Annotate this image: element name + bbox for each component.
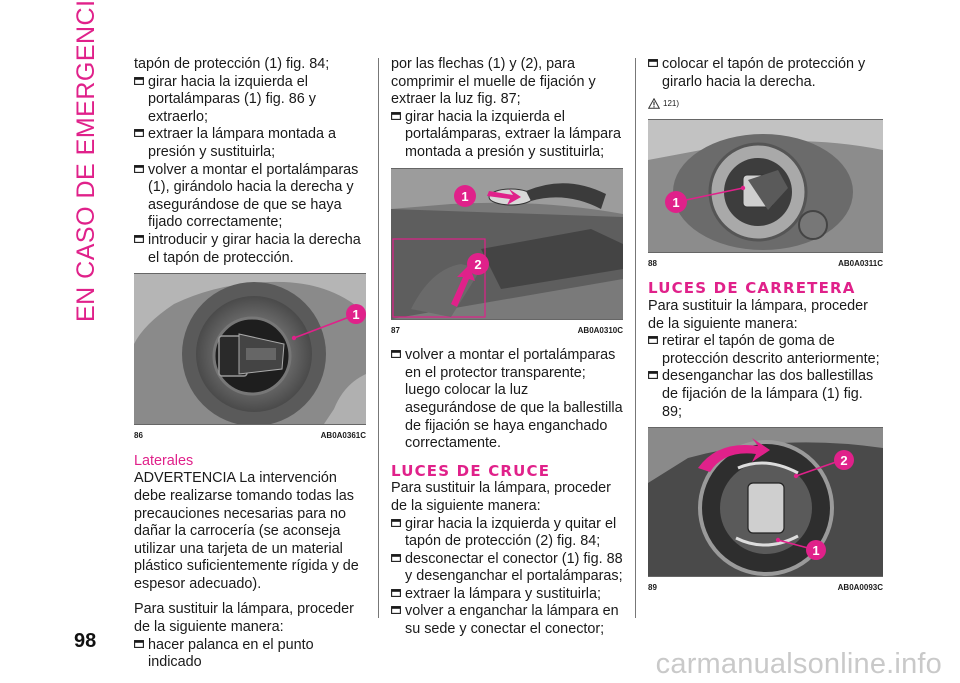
warning-reference-number: 121) [663,99,680,109]
figure-number: 87 [391,325,400,335]
list-item-text: colocar el tapón de protección y girarlo… [662,56,866,90]
figure-code: AB0A0361C [320,431,366,441]
high-beam-lamp-illustration: 2 1 [648,428,883,577]
column-divider [635,58,636,618]
list-item: extraer la lámpara y sustituirla; [391,586,623,604]
side-section-title: EN CASO DE EMERGENCIA [72,0,100,322]
site-watermark: carmanualsonline.info [655,648,942,680]
list-item-text: girar hacia la izquierda el portalámpara… [405,108,621,160]
list-item-text: retirar el tapón de goma de protección d… [662,333,880,367]
headlamp-illustration: 1 [648,119,883,252]
list-item-text: volver a montar el portalámparas en el p… [405,347,623,452]
figure-code: AB0A0310C [577,325,623,335]
figure-87: 1 2 [391,167,623,320]
figure-number: 89 [648,583,657,593]
callout-2: 2 [474,257,481,272]
list-item-text: extraer la lámpara montada a presión y s… [148,126,336,160]
column-3: colocar el tapón de protección y girarlo… [648,56,883,605]
warning-triangle-icon [648,98,660,110]
figure-code: AB0A0311C [838,258,883,268]
figure-88: 1 [648,118,883,253]
figure-86: 1 [134,273,366,426]
figure-caption: 86 AB0A0361C [134,427,366,445]
list-item: desenganchar las dos ballestillas de fij… [648,368,883,421]
section-title: LUCES DE CRUCE [391,461,551,480]
list-item-text: girar hacia la izquierda y quitar el tap… [405,515,617,550]
column-1: tapón de protección (1) fig. 84; girar h… [134,56,366,672]
bullet-icon [134,77,144,85]
bullet-icon [391,519,401,527]
bullet-icon [391,554,401,562]
section-title: LUCES DE CARRETERA [648,279,856,298]
figure-caption: 89 AB0A0093C [648,579,883,597]
list-item: retirar el tapón de goma de protección d… [648,333,883,368]
figure-89: 2 1 [648,427,883,578]
list-item: volver a enganchar la lámpara en su sede… [391,603,623,638]
figure-number: 88 [648,258,657,268]
bullet-icon [648,336,658,344]
list-item: colocar el tapón de protección y girarlo… [648,56,883,91]
bullet-icon [391,606,401,614]
figure-caption: 87 AB0A0310C [391,322,623,340]
list-item-text: hacer palanca en el punto indicado [148,636,314,671]
list-item: extraer la lámpara montada a presión y s… [134,126,366,161]
side-light-illustration: 1 2 [391,168,623,319]
paragraph: por las flechas (1) y (2), para comprimi… [391,56,596,108]
list-item-text: volver a montar el portalámparas (1), gi… [148,161,359,231]
callout-1: 1 [672,195,679,210]
list-item: volver a montar el portalámparas en el p… [391,347,623,453]
subsection-title: Laterales [134,452,194,469]
list-item: hacer palanca en el punto indicado [134,637,366,672]
warning-reference: 121) [648,95,883,113]
list-item: volver a montar el portalámparas (1), gi… [134,162,366,232]
figure-code: AB0A0093C [837,583,883,593]
bullet-icon [391,589,401,597]
page-number: 98 [74,630,97,652]
bullet-icon [648,371,658,379]
list-item-text: desenganchar las dos ballestillas de fij… [662,368,874,420]
figure-number: 86 [134,431,143,441]
bullet-icon [134,235,144,243]
list-item-text: volver a enganchar la lámpara en su sede… [405,603,619,638]
bullet-icon [134,165,144,173]
list-item-text: desconectar el conector (1) fig. 88 y de… [405,550,623,585]
bullet-icon [391,350,401,358]
paragraph: Para sustituir la lámpara, proceder de l… [391,480,611,514]
callout-1: 1 [812,543,819,558]
lamp-holder-illustration: 1 [134,274,366,425]
list-item: girar hacia la izquierda y quitar el tap… [391,516,623,551]
paragraph: Para sustituir la lámpara, proceder de l… [134,601,354,636]
list-item: desconectar el conector (1) fig. 88 y de… [391,551,623,586]
list-item: girar hacia la izquierda el portalámpara… [391,109,623,162]
bullet-icon [134,640,144,648]
list-item-text: extraer la lámpara y sustituirla; [405,585,601,602]
figure-caption: 88 AB0A0311C [648,255,883,273]
callout-1: 1 [461,189,468,204]
column-2: por las flechas (1) y (2), para comprimi… [391,56,623,639]
list-item-text: introducir y girar hacia la derecha el t… [148,231,361,266]
paragraph: Para sustituir la lámpara, proceder de l… [648,297,868,332]
callout-1: 1 [352,307,359,322]
bullet-icon [134,129,144,137]
column-divider [378,58,379,618]
warning-text: ADVERTENCIA La intervención debe realiza… [134,470,359,592]
bullet-icon [648,59,658,67]
bullet-icon [391,112,401,120]
list-item: girar hacia la izquierda el portalámpara… [134,74,366,127]
list-item-text: girar hacia la izquierda el portalámpara… [148,73,316,125]
paragraph: tapón de protección (1) fig. 84; [134,56,330,72]
callout-2: 2 [840,453,847,468]
list-item: introducir y girar hacia la derecha el t… [134,232,366,267]
